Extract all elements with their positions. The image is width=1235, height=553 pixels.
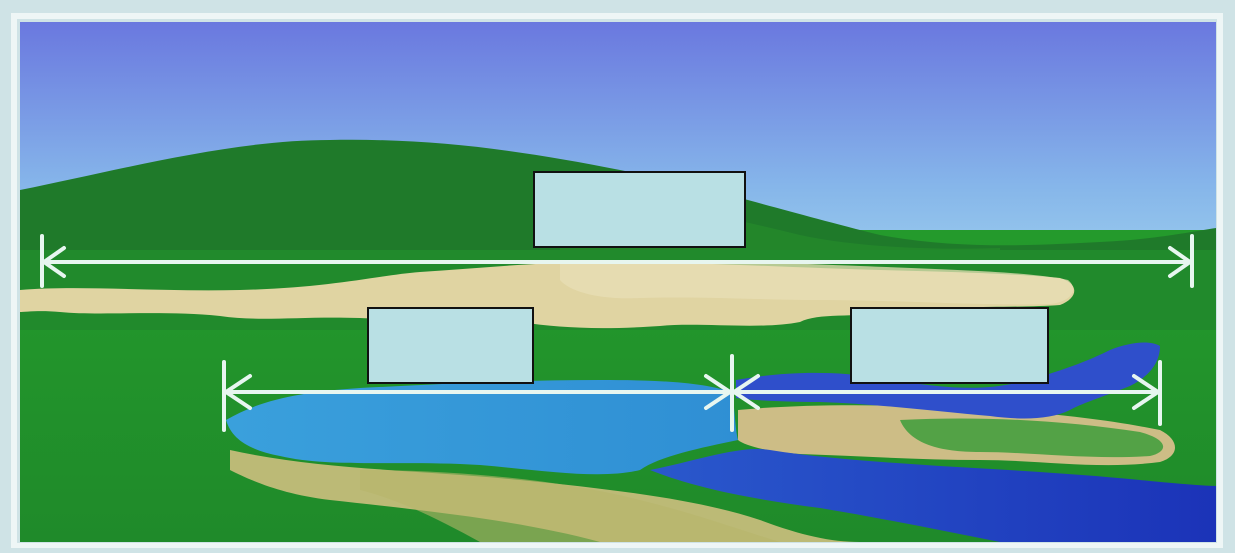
label-box-right[interactable] [850,307,1049,384]
river [736,342,1160,419]
arrow-top [40,234,1194,288]
arrow-right [730,354,1162,432]
lake [226,380,738,475]
label-box-top[interactable] [533,171,746,248]
river-lower [650,449,1216,542]
frame-border [11,13,1223,549]
label-box-left[interactable] [367,307,534,384]
